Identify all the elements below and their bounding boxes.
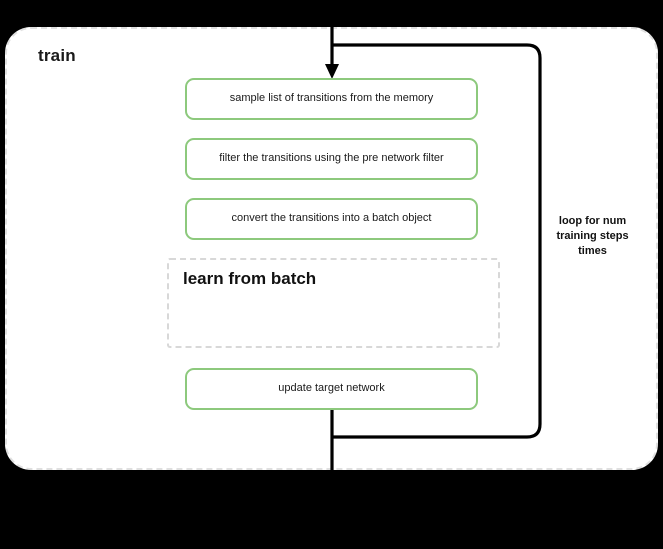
node-convert-to-batch[interactable]: convert the transitions into a batch obj… [185,198,478,240]
loop-annotation-label: loop for num training steps times [556,215,629,257]
node-label: filter the transitions using the pre net… [219,152,444,165]
node-label: update target network [278,382,385,395]
node-label: sample list of transitions from the memo… [229,92,434,105]
subgraph-title: learn from batch [183,269,317,288]
node-filter-transitions[interactable]: filter the transitions using the pre net… [185,138,478,180]
node-sample-transitions[interactable]: sample list of transitions from the memo… [185,78,478,120]
scope-title-train: train [38,46,76,65]
subgraph-learn-from-batch[interactable]: learn from batch [167,258,500,348]
node-update-target-network[interactable]: update target network [185,368,478,410]
node-label: convert the transitions into a batch obj… [231,212,432,225]
